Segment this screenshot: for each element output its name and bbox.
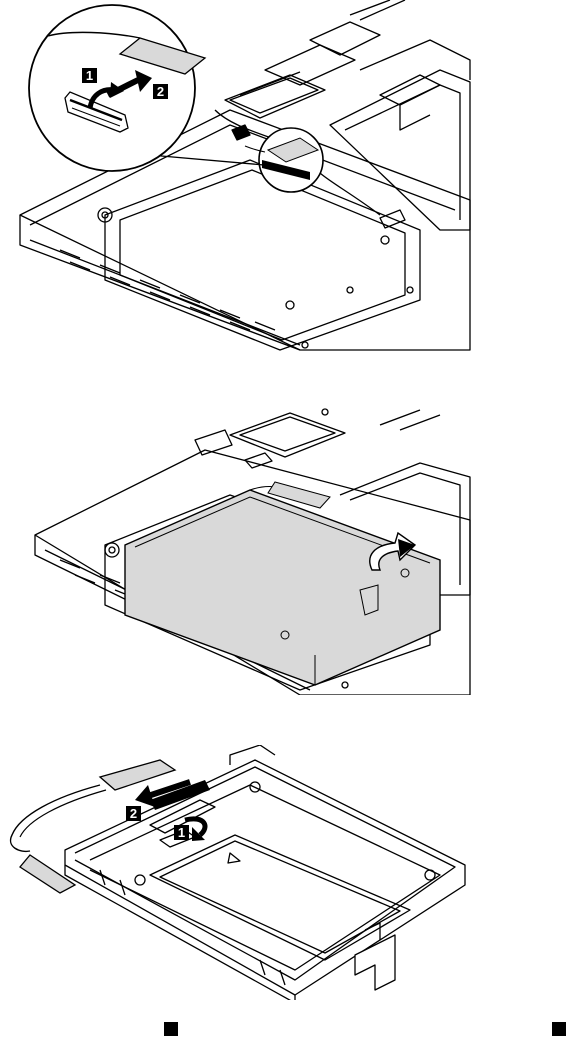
figure-disconnect-cable: 1 2	[0, 0, 566, 355]
figure-1-illustration: 1 2	[0, 0, 566, 355]
hdd-bay	[105, 160, 420, 350]
figure-3-illustration: 2 1	[0, 745, 566, 1000]
svg-text:2: 2	[130, 806, 137, 821]
detail-highlight	[245, 128, 323, 192]
callout-2: 2	[153, 84, 168, 99]
svg-text:2: 2	[157, 84, 164, 99]
callout-2: 2	[126, 806, 141, 821]
svg-text:1: 1	[86, 68, 93, 83]
figure-2-illustration	[0, 405, 566, 695]
black-square-marker	[552, 1022, 566, 1036]
black-square-marker	[164, 1022, 178, 1036]
figure-lift-drive	[0, 405, 566, 695]
callout-1: 1	[82, 68, 97, 83]
hard-drive	[125, 482, 440, 685]
drive-bracket	[65, 760, 465, 995]
side-component	[330, 70, 470, 230]
figure-remove-cable: 2 1	[0, 745, 566, 1000]
svg-text:1: 1	[178, 825, 185, 840]
magnified-detail	[29, 5, 205, 171]
callout-1: 1	[174, 825, 189, 840]
